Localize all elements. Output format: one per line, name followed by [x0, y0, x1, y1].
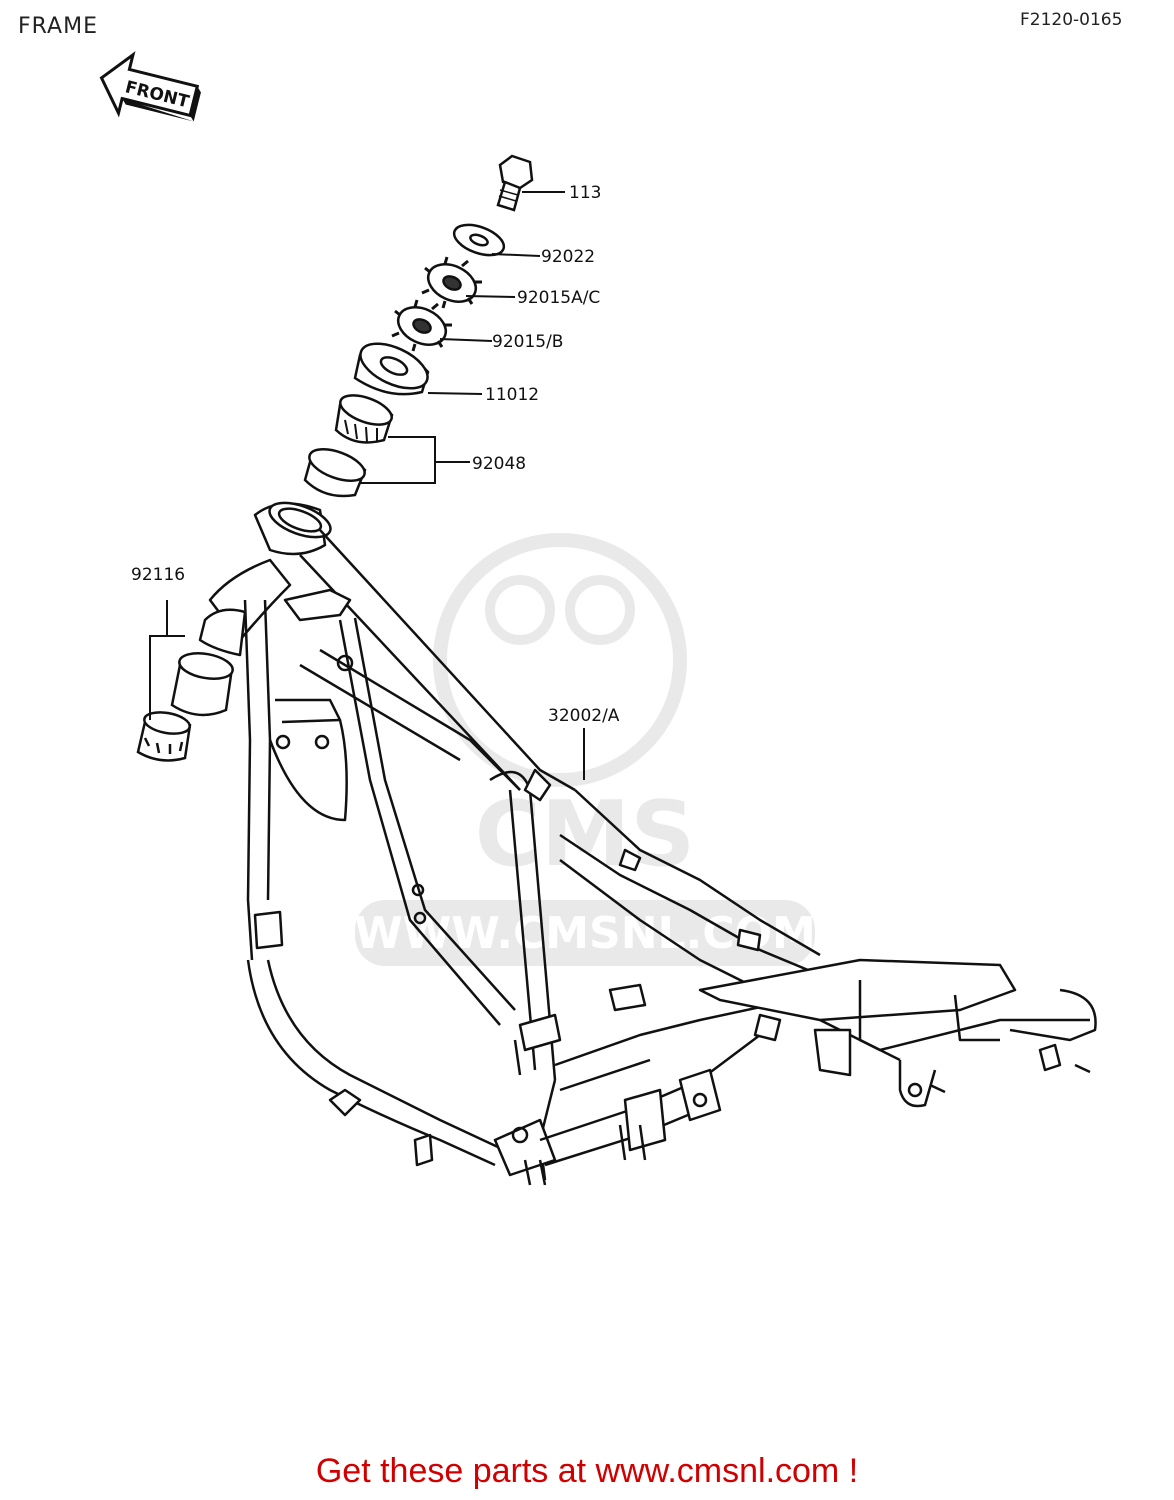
callout-92022: 92022 — [541, 247, 595, 267]
callout-92015ac: 92015A/C — [517, 288, 600, 308]
watermark-goggle-icon — [565, 575, 635, 645]
callout-32002a: 32002/A — [548, 706, 620, 726]
callout-92116: 92116 — [131, 565, 185, 585]
watermark-goggle-icon — [485, 575, 555, 645]
race-92116-upper-icon — [170, 652, 234, 717]
nut-92015b-icon — [391, 299, 452, 352]
page-title: FRAME — [18, 14, 98, 39]
front-arrow-icon: FRONT — [99, 51, 201, 122]
cap-11012-icon — [353, 342, 430, 396]
race-92048-lower-icon — [303, 448, 367, 498]
parts-footer-link[interactable]: Get these parts at www.cmsnl.com ! — [315, 1452, 859, 1490]
nut-92015ac-icon — [421, 256, 482, 309]
callout-113: 113 — [569, 183, 601, 203]
callout-11012: 11012 — [485, 385, 539, 405]
diagram-code: F2120-0165 — [1020, 10, 1123, 30]
bearing-92048-upper-icon — [334, 394, 394, 444]
washer-92022-icon — [452, 223, 506, 257]
leader-lines — [149, 191, 585, 780]
bearing-92116-lower-icon — [136, 711, 192, 762]
motorcycle-frame — [198, 501, 1097, 1186]
callout-92048: 92048 — [472, 454, 526, 474]
bolt-113-icon — [496, 154, 534, 212]
callout-labels: 113 92022 92015A/C 92015/B 11012 92048 9… — [131, 183, 620, 726]
callout-92015b: 92015/B — [492, 332, 563, 352]
